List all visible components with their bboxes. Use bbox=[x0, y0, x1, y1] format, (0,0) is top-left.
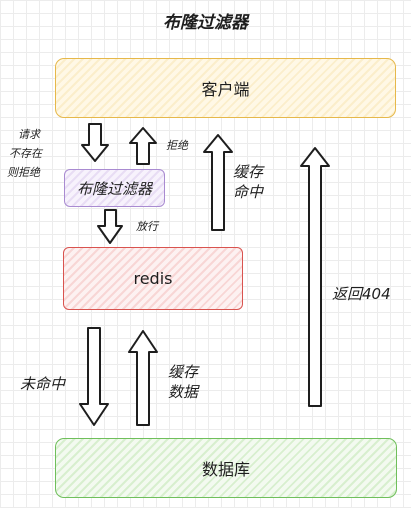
cache-data-label: 缓存 数据 bbox=[168, 362, 198, 402]
request-label-line-2: 不存在 bbox=[9, 147, 42, 160]
bloom-filter-node: 布隆过滤器 bbox=[64, 169, 165, 207]
request-label-line-3: 则拒绝 bbox=[7, 166, 40, 179]
request-arrow bbox=[81, 123, 109, 162]
cache-hit-arrow bbox=[203, 134, 233, 231]
pass-label: 放行 bbox=[136, 220, 158, 233]
client-node: 客户端 bbox=[55, 58, 396, 118]
diagram-title: 布隆过滤器 bbox=[163, 13, 248, 33]
cache-hit-label-line-2: 命中 bbox=[233, 183, 264, 201]
miss-label: 未命中 bbox=[20, 375, 66, 393]
request-label-line-1: 请求 bbox=[18, 128, 40, 141]
cache-data-label-line-2: 数据 bbox=[168, 383, 199, 401]
return-404-arrow bbox=[300, 147, 330, 407]
client-label: 客户端 bbox=[201, 80, 250, 99]
cache-hit-label: 缓存 命中 bbox=[233, 162, 263, 202]
redis-node: redis bbox=[63, 247, 243, 310]
reject-arrow bbox=[129, 127, 157, 165]
database-label: 数据库 bbox=[201, 460, 250, 479]
cache-data-arrow bbox=[128, 330, 158, 426]
pass-arrow bbox=[97, 209, 123, 244]
miss-arrow bbox=[79, 327, 109, 426]
request-label: 请求 不存在 则拒绝 bbox=[7, 125, 42, 182]
reject-label: 拒绝 bbox=[166, 139, 188, 152]
bloom-filter-label: 布隆过滤器 bbox=[76, 179, 152, 198]
redis-label: redis bbox=[133, 269, 173, 288]
return-404-label: 返回404 bbox=[332, 285, 391, 303]
cache-data-label-line-1: 缓存 bbox=[168, 363, 199, 381]
database-node: 数据库 bbox=[55, 438, 397, 498]
cache-hit-label-line-1: 缓存 bbox=[233, 163, 264, 181]
